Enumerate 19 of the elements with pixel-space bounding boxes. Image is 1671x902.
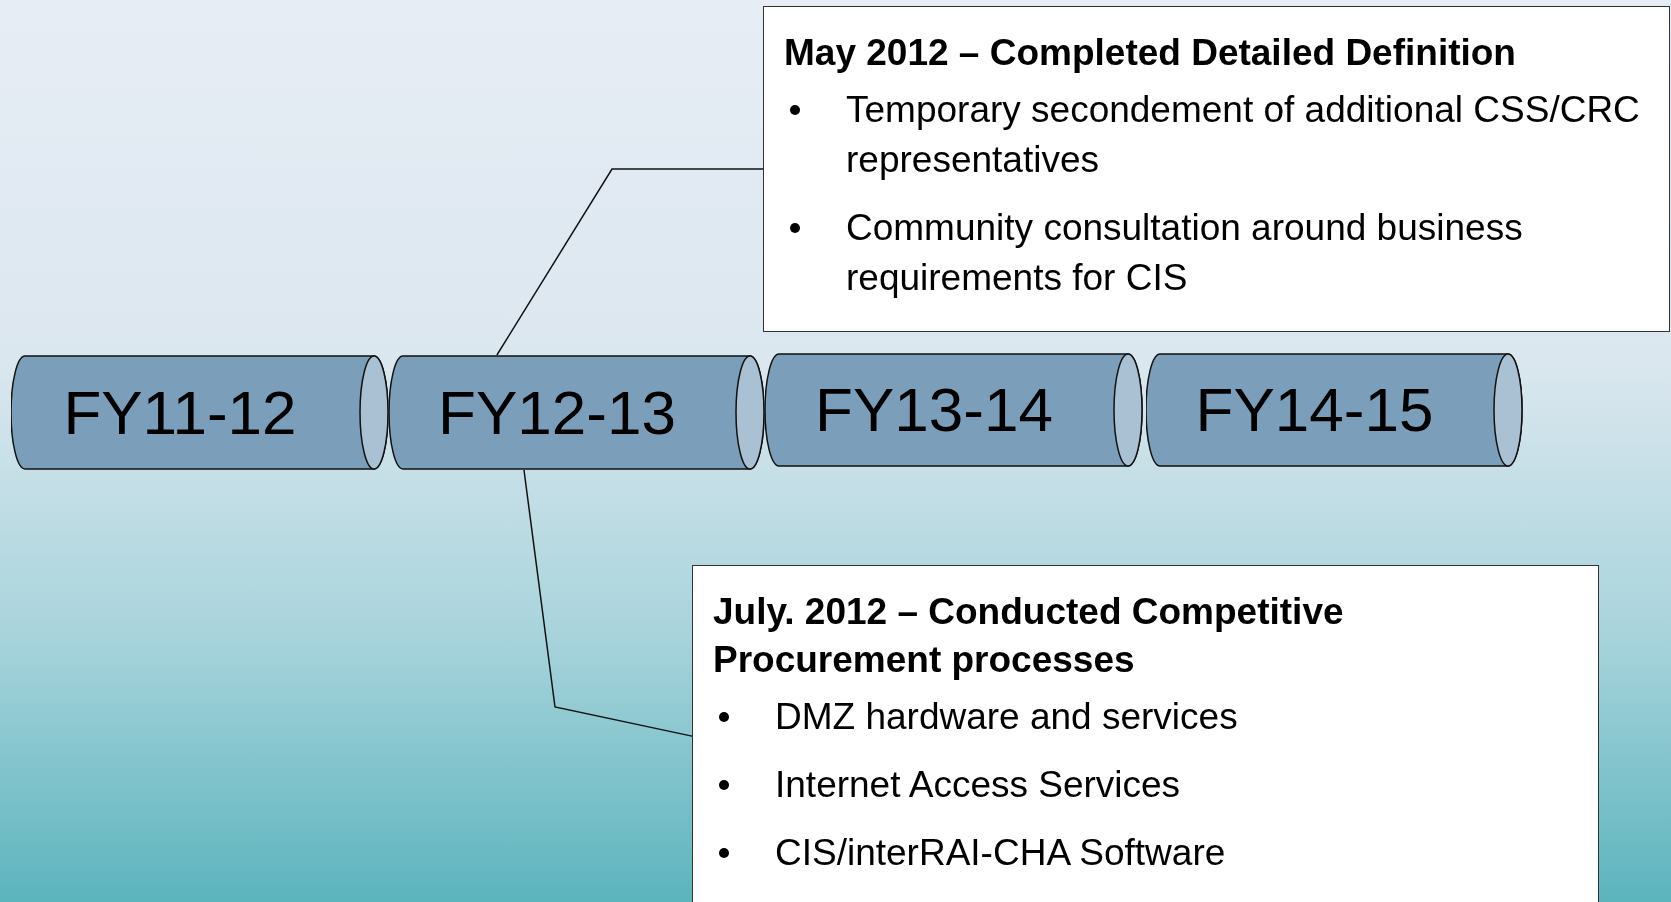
leader-line	[496, 168, 764, 356]
leader-line	[523, 469, 693, 737]
bullet-item: Temporary secondement of additional CSS/CRC representatives	[846, 88, 1641, 182]
year-label: FY13-14	[815, 378, 1053, 442]
bullet-item: Community consultation around business requirements for CIS	[846, 206, 1524, 300]
callout-heading: May 2012 – Completed Detailed Definition	[784, 31, 1517, 75]
bullet-item: CIS/interRAI-CHA Software	[775, 831, 1226, 875]
bullet-item: Internet Access Services	[775, 763, 1181, 807]
cylinder-bar	[11, 355, 389, 470]
cylinder-bar	[389, 355, 765, 470]
callout-heading: July. 2012 – Conducted Competitive Procurement processes	[713, 590, 1345, 682]
callout-box	[692, 565, 1599, 902]
cylinder-bar	[765, 353, 1143, 467]
bullet-item: DMZ hardware and services	[775, 695, 1238, 739]
callout-box	[763, 6, 1670, 332]
cylinder-bar	[1146, 353, 1523, 467]
year-label: FY12-13	[438, 380, 676, 445]
year-label: FY11-12	[63, 380, 297, 445]
year-label: FY14-15	[1195, 378, 1434, 442]
